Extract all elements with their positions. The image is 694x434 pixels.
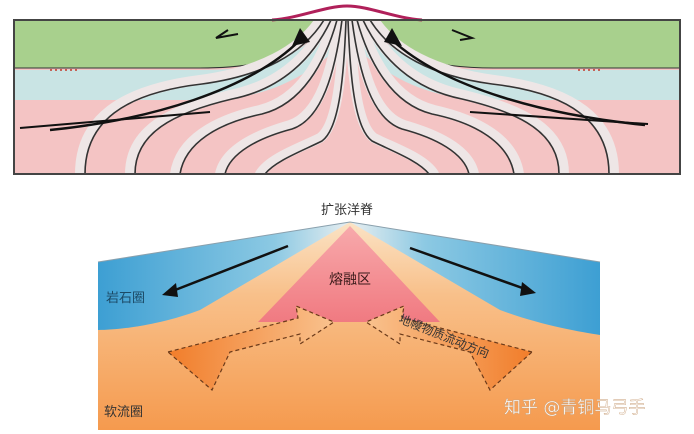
melt-zone — [258, 226, 440, 322]
top-diagram-frame — [13, 19, 681, 175]
lithosphere-label: 岩石圈 — [106, 291, 145, 306]
ridge-surface — [97, 221, 601, 263]
ridge-label: 扩张洋脊 — [321, 203, 373, 218]
flow-bands — [75, 20, 619, 174]
left-flow-line — [19, 111, 211, 129]
arrow-head-icon — [292, 28, 310, 46]
lithosphere-left — [98, 222, 350, 330]
half-arrow-right-icon — [451, 29, 476, 41]
lithosphere-right — [350, 222, 600, 335]
right-flow-line — [469, 111, 649, 125]
mantle-convection-cross-section — [13, 4, 681, 175]
half-arrow-left-icon — [215, 29, 239, 39]
arrow-head-icon — [162, 283, 178, 297]
arrow-head-icon — [384, 28, 402, 46]
right-mantle-flow-arrow — [364, 305, 534, 391]
watermark: 知乎 @青铜马弓手 — [504, 398, 645, 418]
left-mantle-flow-arrow — [166, 305, 336, 391]
right-spreading-arrow — [409, 246, 529, 292]
melt-zone-label: 熔融区 — [329, 272, 371, 288]
left-spreading-arrow — [169, 244, 289, 294]
spreading-ridge-diagram: 扩张洋脊 岩石圈 熔融区 软流圈 地幔物质流动方向 — [97, 203, 601, 430]
arrow-head-icon — [520, 282, 536, 296]
ridge-crest-line — [271, 4, 423, 22]
asthenosphere-label: 软流圈 — [104, 405, 143, 420]
